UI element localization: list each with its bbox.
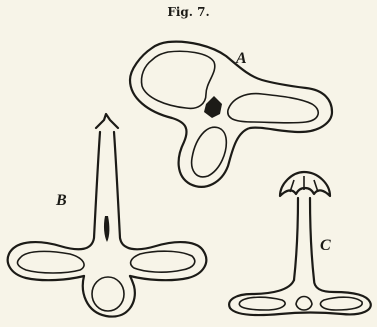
label-a: A (235, 50, 247, 67)
specimen-b-stalk-left (8, 132, 100, 280)
specimen-a-window-lower (192, 127, 227, 177)
specimen-c: C (229, 172, 371, 315)
specimen-b: B (8, 114, 207, 317)
specimen-a-center-junction (204, 96, 222, 118)
specimen-c-base-window-left (239, 297, 285, 310)
specimen-b-loop-left-inner (18, 251, 85, 273)
label-c: C (320, 237, 331, 254)
specimen-a-window-left (141, 51, 214, 108)
specimen-c-base-window-right (320, 297, 362, 310)
specimen-b-basal-ring-inner (92, 277, 124, 311)
specimen-c-cap-fringe (290, 176, 318, 192)
specimen-a: A (130, 42, 332, 187)
specimen-c-base-window-center (296, 297, 312, 311)
specimen-c-cap (280, 172, 330, 196)
label-b: B (55, 192, 67, 209)
specimen-b-loop-right-inner (131, 251, 195, 272)
specimen-b-crown (96, 114, 118, 128)
specimen-c-stalk (294, 198, 314, 280)
specimen-b-central-slit (104, 216, 109, 242)
specimen-a-outer-outline (130, 42, 332, 187)
specimen-a-window-right (228, 94, 318, 123)
